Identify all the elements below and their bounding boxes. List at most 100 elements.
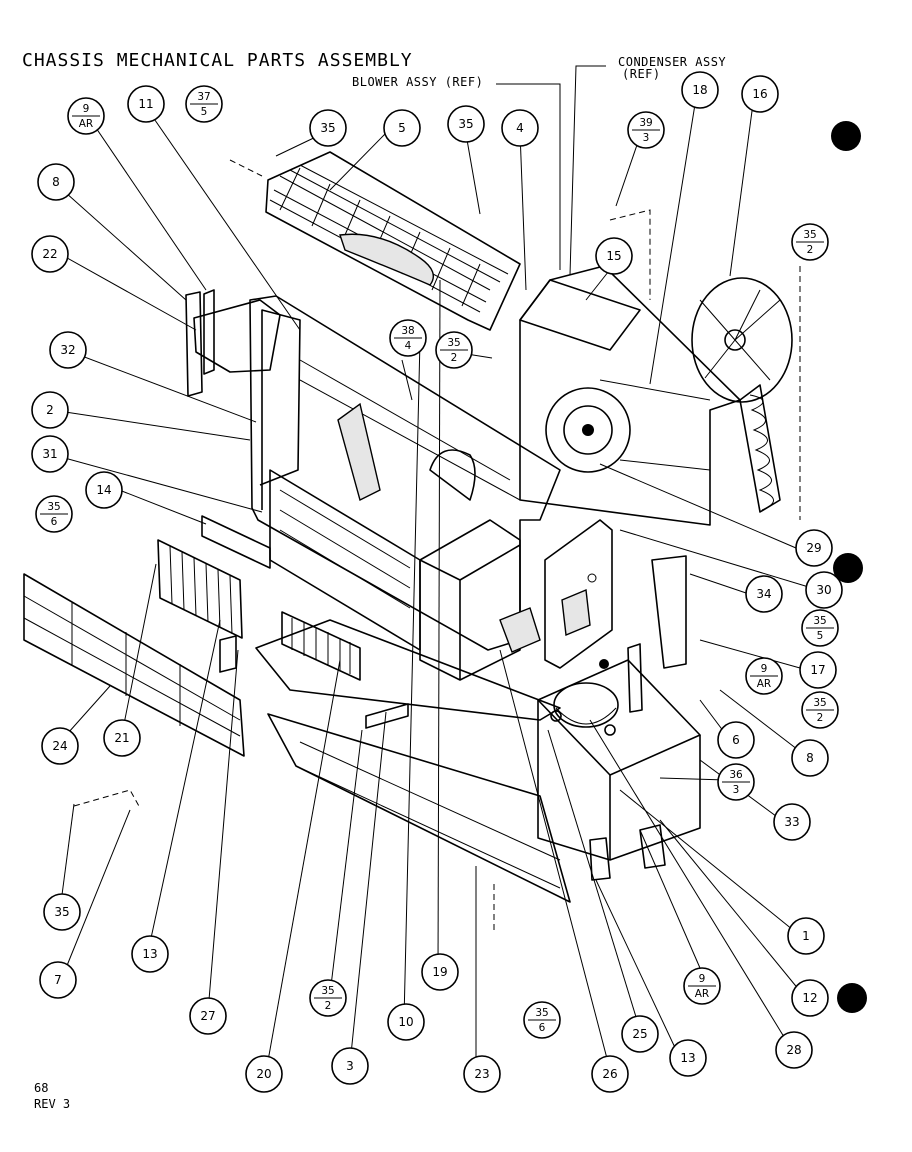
- page-number: 68: [34, 1081, 48, 1095]
- svg-text:5: 5: [201, 106, 208, 118]
- revision-label: REV 3: [34, 1097, 70, 1111]
- svg-text:3: 3: [733, 784, 740, 796]
- svg-text:9: 9: [761, 663, 768, 675]
- base-pan-drawing: [537, 659, 701, 881]
- svg-text:26: 26: [602, 1067, 617, 1081]
- callout-6: 6: [717, 721, 755, 759]
- callout-4: 4: [501, 109, 539, 147]
- callout-36-3: 363: [717, 763, 755, 801]
- callout-23: 23: [463, 1055, 501, 1093]
- callout-31: 31: [31, 435, 69, 473]
- svg-text:6: 6: [539, 1022, 546, 1034]
- svg-text:13: 13: [680, 1051, 695, 1065]
- callout-7: 7: [39, 961, 77, 999]
- svg-text:7: 7: [54, 973, 62, 987]
- condenser-assembly-drawing: [519, 265, 781, 526]
- callout-16: 16: [741, 75, 779, 113]
- callout-2: 2: [31, 391, 69, 429]
- svg-text:24: 24: [52, 739, 67, 753]
- thermostat-bracket-drawing: [219, 635, 237, 673]
- svg-text:8: 8: [52, 175, 60, 189]
- callout-30: 30: [805, 571, 843, 609]
- svg-text:18: 18: [692, 83, 707, 97]
- svg-text:5: 5: [817, 630, 824, 642]
- callout-1: 1: [787, 917, 825, 955]
- svg-text:35: 35: [813, 615, 826, 627]
- callout-13: 13: [131, 935, 169, 973]
- binder-hole-marker: [837, 983, 867, 1013]
- svg-text:16: 16: [752, 87, 767, 101]
- svg-text:6: 6: [51, 516, 58, 528]
- callout-38-4: 384: [389, 319, 427, 357]
- svg-text:33: 33: [784, 815, 799, 829]
- svg-text:35: 35: [321, 985, 334, 997]
- svg-text:13: 13: [142, 947, 157, 961]
- svg-text:1: 1: [802, 929, 810, 943]
- callout-14: 14: [85, 471, 123, 509]
- svg-text:6: 6: [732, 733, 740, 747]
- chassis-housing-drawing: [185, 289, 561, 651]
- svg-text:35: 35: [813, 697, 826, 709]
- parts-drawing: [23, 151, 793, 903]
- svg-text:37: 37: [197, 91, 210, 103]
- svg-text:9: 9: [699, 973, 706, 985]
- svg-text:11: 11: [138, 97, 153, 111]
- blower-grille-drawing: [265, 151, 521, 331]
- svg-text:10: 10: [398, 1015, 413, 1029]
- bracket-14-drawing: [201, 515, 271, 569]
- svg-text:2: 2: [817, 712, 824, 724]
- callout-29: 29: [795, 529, 833, 567]
- callout-35-6: 356: [35, 495, 73, 533]
- callout-35-5: 355: [801, 609, 839, 647]
- svg-text:35: 35: [47, 501, 60, 513]
- svg-text:20: 20: [256, 1067, 271, 1081]
- callout-12: 12: [791, 979, 829, 1017]
- callout-8: 8: [37, 163, 75, 201]
- svg-text:2: 2: [46, 403, 54, 417]
- svg-text:2: 2: [325, 1000, 332, 1012]
- callout-13: 13: [669, 1039, 707, 1077]
- binder-hole-marker: [831, 121, 861, 151]
- callout-35: 35: [447, 105, 485, 143]
- svg-text:35: 35: [803, 229, 816, 241]
- callout-15: 15: [595, 237, 633, 275]
- air-filter-drawing: [157, 539, 243, 639]
- svg-text:31: 31: [42, 447, 57, 461]
- callout-33: 33: [773, 803, 811, 841]
- svg-text:4: 4: [405, 340, 412, 352]
- callout-26: 26: [591, 1055, 629, 1093]
- callout-11: 11: [127, 85, 165, 123]
- condenser-fan-drawing: [691, 277, 793, 403]
- svg-text:12: 12: [802, 991, 817, 1005]
- callout-9-ar: 9AR: [683, 967, 721, 1005]
- diagram-title: CHASSIS MECHANICAL PARTS ASSEMBLY: [22, 50, 413, 71]
- callout-27: 27: [189, 997, 227, 1035]
- callout-39-3: 393: [627, 111, 665, 149]
- svg-text:29: 29: [806, 541, 821, 555]
- callout-35-2: 352: [309, 979, 347, 1017]
- callout-20: 20: [245, 1055, 283, 1093]
- leader-lines: [49, 65, 813, 1073]
- callout-9-ar: 9AR: [67, 97, 105, 135]
- condenser-assy-reference: CONDENSER ASSY: [618, 55, 726, 69]
- svg-text:3: 3: [346, 1059, 354, 1073]
- front-grille-drawing: [23, 573, 245, 757]
- svg-text:38: 38: [401, 325, 414, 337]
- binder-hole-marker: [833, 553, 863, 583]
- callout-17: 17: [799, 651, 837, 689]
- svg-text:AR: AR: [695, 988, 709, 1000]
- condenser-assy-reference-suffix: (REF): [622, 67, 661, 81]
- svg-text:2: 2: [807, 244, 814, 256]
- callout-22: 22: [31, 235, 69, 273]
- svg-text:36: 36: [729, 769, 743, 781]
- svg-text:35: 35: [535, 1007, 548, 1019]
- callout-32: 32: [49, 331, 87, 369]
- callout-35-6: 356: [523, 1001, 561, 1039]
- side-bracket-drawing: [544, 519, 613, 669]
- svg-text:22: 22: [42, 247, 57, 261]
- callout-28: 28: [775, 1031, 813, 1069]
- callout-9-ar: 9AR: [745, 657, 783, 695]
- svg-text:8: 8: [806, 751, 814, 765]
- callout-35-2: 352: [801, 691, 839, 729]
